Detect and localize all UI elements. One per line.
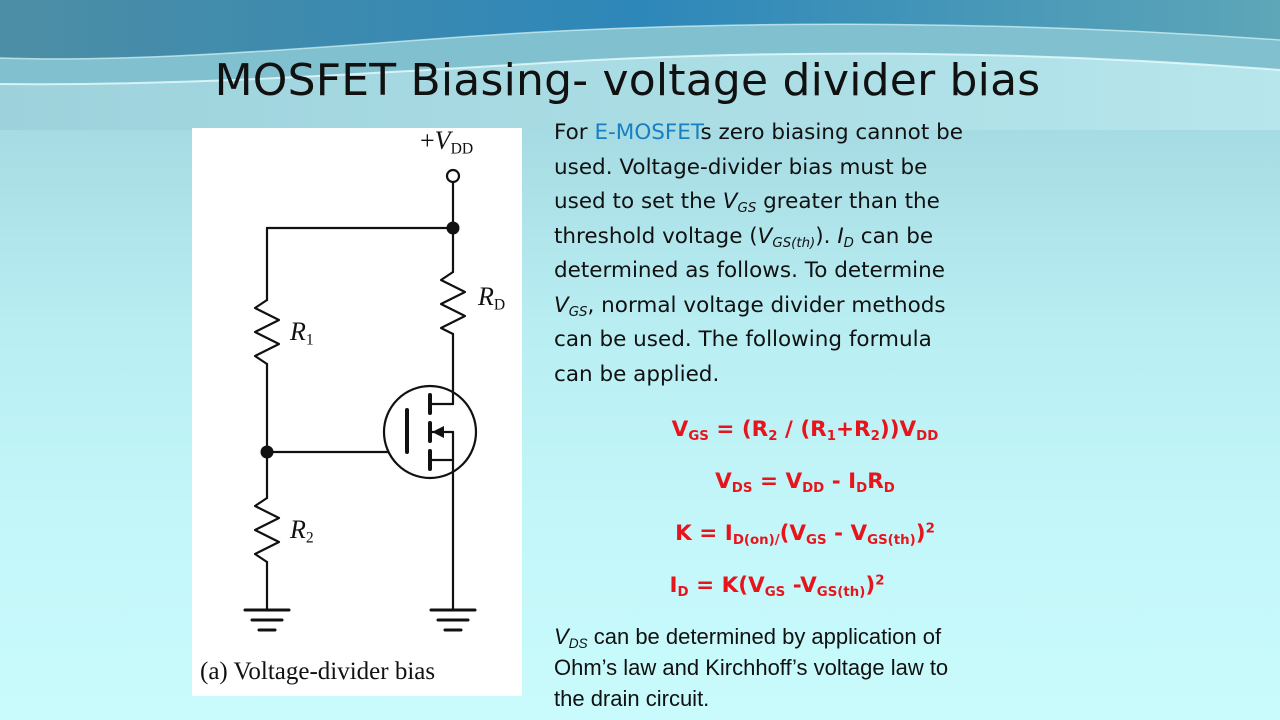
slide-title: MOSFET Biasing- voltage divider bias <box>214 55 1041 106</box>
channel-arrow-icon <box>432 426 444 438</box>
label-rd: RD <box>478 282 505 314</box>
formula-part: - V <box>826 521 868 546</box>
label-vdd: +VDD <box>420 126 473 158</box>
formula-sub: D <box>856 480 868 496</box>
body-line-7: can be used. The following formula <box>554 327 932 352</box>
label-vdd-sub: DD <box>450 140 474 158</box>
resistor-r1-icon <box>253 298 281 366</box>
formula-part: ) <box>915 521 926 546</box>
figure-caption: (a) Voltage-divider bias <box>200 658 436 685</box>
body-line-6: VGS, normal voltage divider methods <box>554 289 1074 324</box>
junction-gate-icon <box>260 445 274 459</box>
body-var: V <box>757 223 773 249</box>
ground-left-icon <box>243 608 291 632</box>
bottom-line-3: the drain circuit. <box>554 686 710 711</box>
body-text-span: For <box>554 120 595 145</box>
body-line-1: For E-MOSFETs zero biasing cannot be <box>554 116 1074 151</box>
label-vdd-prefix: + <box>420 126 435 155</box>
formula-part: +R <box>836 417 871 442</box>
formula-sub: 2 <box>870 428 880 444</box>
formula-part: = (R <box>708 417 769 442</box>
formula-sub: D <box>883 480 895 496</box>
body-line-2: used. Voltage-divider bias must be <box>554 154 928 180</box>
formula-part: I <box>669 573 678 598</box>
body-text-span: can be <box>853 223 934 249</box>
formula-part: ) <box>865 573 876 598</box>
vdd-terminal-icon <box>445 168 461 184</box>
formula-part: (V <box>779 521 807 546</box>
header-wave-decoration <box>0 0 1280 130</box>
body-var: V <box>554 624 569 649</box>
label-rd-var: R <box>478 282 494 311</box>
circuit-diagram <box>243 168 478 632</box>
formula-sub: DD <box>802 480 825 496</box>
label-vdd-var: V <box>434 126 451 155</box>
formula-sub: D(on)/ <box>732 532 780 548</box>
body-text-span: s zero biasing cannot be <box>700 120 963 145</box>
formula-part: = V <box>752 469 803 494</box>
label-r1: R1 <box>290 317 314 349</box>
body-sub: GS(th) <box>772 235 816 251</box>
body-text-span: greater than the <box>756 189 940 214</box>
formula-id: ID = K(VGS -VGS(th))2 <box>512 573 1042 600</box>
formula-k: K = ID(on)/(VGS - VGS(th))2 <box>540 521 1070 548</box>
label-rd-sub: D <box>493 296 506 314</box>
junction-top-icon <box>446 221 460 235</box>
formula-part: K = I <box>675 521 733 546</box>
formula-sub: GS <box>764 584 786 600</box>
ground-right-icon <box>429 608 477 632</box>
resistor-rd-icon <box>439 270 467 336</box>
body-var: V <box>722 189 738 214</box>
formula-part: = K(V <box>688 573 765 598</box>
body-text-span: ). <box>815 223 838 249</box>
circuit-figure: (a) Voltage-divider bias <box>192 128 522 696</box>
formula-vgs: VGS = (R2 / (R1+R2))VDD <box>540 417 1070 444</box>
body-line-5: determined as follows. To determine <box>554 258 945 283</box>
body-var: V <box>554 292 569 318</box>
label-r1-sub: 1 <box>305 331 314 349</box>
body-text-span: can be determined by application of <box>587 624 942 649</box>
body-sub: D <box>843 235 854 251</box>
formula-sub: GS <box>806 532 827 548</box>
body-line-3: used to set the VGS greater than the <box>554 185 1074 220</box>
formula-sub: GS(th) <box>867 532 916 548</box>
formula-part: V <box>671 417 689 442</box>
resistor-r2-icon <box>253 496 281 564</box>
formula-sub: D <box>677 584 689 600</box>
formula-part: V <box>715 469 732 494</box>
body-text-span: , normal voltage divider methods <box>587 292 946 318</box>
formula-sub: GS <box>688 428 709 444</box>
body-sub: GS <box>568 304 588 320</box>
mosfet-icon <box>382 384 478 480</box>
conclusion-paragraph: VDS can be determined by application of … <box>554 621 1074 714</box>
label-r1-var: R <box>290 317 306 346</box>
formula-part: ))V <box>879 417 917 442</box>
label-r2-var: R <box>290 515 306 544</box>
description-paragraph: For E-MOSFETs zero biasing cannot be use… <box>554 116 1074 392</box>
formula-sub: GS(th) <box>816 584 866 600</box>
body-text-span: used to set the <box>554 189 723 214</box>
formula-sup: 2 <box>925 521 935 537</box>
formula-vds: VDS = VDD - IDRD <box>540 469 1070 496</box>
formula-part: R <box>867 469 884 494</box>
formula-sub: 2 <box>768 428 778 444</box>
body-sub: DS <box>568 636 588 652</box>
formula-part: - I <box>824 469 857 494</box>
e-mosfet-highlight: E-MOSFET <box>594 120 701 145</box>
label-r2: R2 <box>290 515 314 547</box>
formula-part: / (R <box>777 417 827 442</box>
body-sub: GS <box>737 200 757 216</box>
bottom-line-2: Ohm’s law and Kirchhoff’s voltage law to <box>554 655 949 680</box>
body-line-4: threshold voltage (VGS(th)). ID can be <box>554 220 1074 255</box>
label-r2-sub: 2 <box>305 529 314 547</box>
body-var: I <box>837 223 844 249</box>
formula-part: -V <box>785 573 817 598</box>
formula-sub: DS <box>731 480 753 496</box>
formula-sub: DD <box>916 428 939 444</box>
bottom-line-1: VDS can be determined by application of <box>554 621 1074 652</box>
formula-sub: 1 <box>826 428 837 444</box>
body-text-span: threshold voltage ( <box>554 223 758 249</box>
formula-sup: 2 <box>875 573 885 589</box>
body-line-8: can be applied. <box>554 361 720 387</box>
